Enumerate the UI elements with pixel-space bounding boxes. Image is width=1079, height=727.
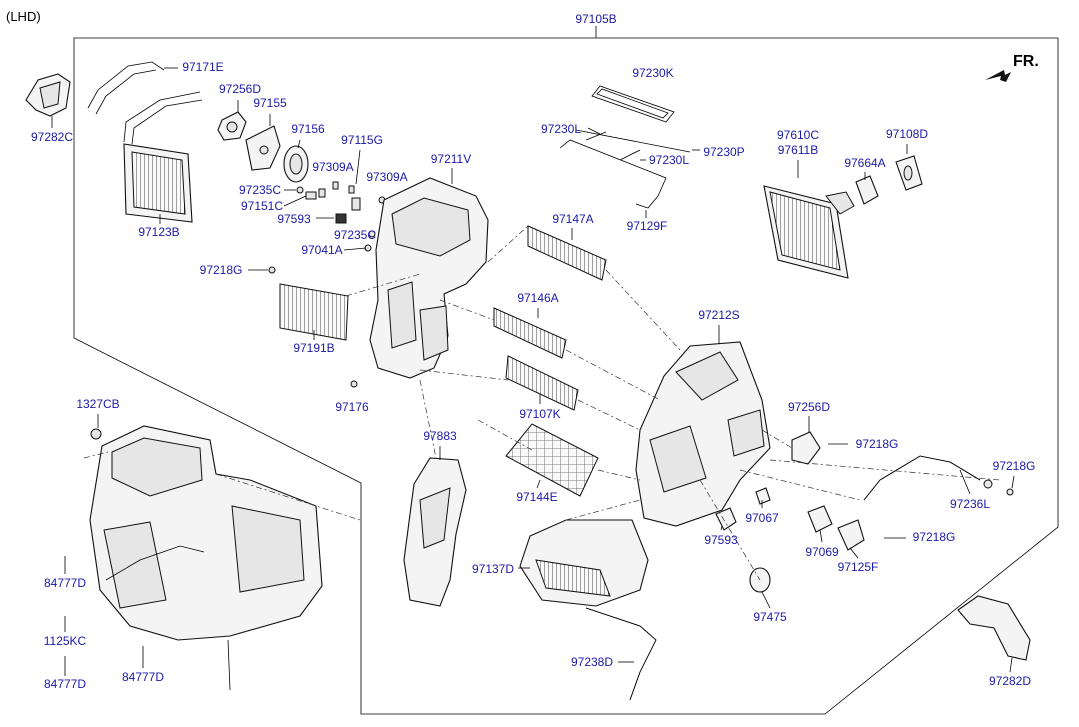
part-label-97230k: 97230K	[632, 66, 673, 80]
tray-97137D	[519, 519, 649, 607]
heater-pipe-97171E	[87, 61, 203, 145]
part-label-97218g: 97218G	[913, 530, 956, 544]
part-label-97218g: 97218G	[200, 263, 243, 277]
part-label-97218g: 97218G	[856, 437, 899, 451]
drain-hose-97238D	[585, 607, 657, 701]
part-label-84777d: 84777D	[44, 576, 86, 590]
seals-97230	[559, 85, 691, 209]
assembly-frame	[73, 26, 1059, 715]
part-label-97235c: 97235C	[334, 228, 376, 242]
part-label-1125kc: 1125KC	[44, 634, 87, 648]
filter-97144E	[505, 423, 599, 497]
actuator-small-parts	[90, 266, 1014, 593]
door-97146A	[493, 307, 567, 359]
part-label-97593: 97593	[277, 212, 311, 226]
part-label-97610c: 97610C	[777, 128, 819, 142]
evaporator-97610C	[763, 185, 855, 279]
part-label-97176: 97176	[335, 400, 369, 414]
part-label-97309a: 97309A	[312, 160, 353, 174]
part-label-97611b: 97611B	[778, 143, 818, 157]
hvac-assembly-bottom-left	[89, 425, 323, 691]
part-label-97129f: 97129F	[627, 219, 668, 233]
part-label-84777d: 84777D	[44, 677, 86, 691]
front-arrow-icon	[985, 70, 1011, 82]
bracket-97282C	[25, 73, 71, 117]
part-label-97105b: 97105B	[575, 12, 616, 26]
part-label-97107k: 97107K	[519, 407, 560, 421]
lever-97155	[245, 125, 281, 171]
gear-97156	[283, 145, 309, 183]
part-number-labels: 97105B97171E97282C97256D971559715697115G…	[31, 12, 1035, 691]
part-label-97309a: 97309A	[366, 170, 407, 184]
part-label-97238d: 97238D	[571, 655, 613, 669]
part-label-97593: 97593	[704, 533, 738, 547]
part-label-97230l: 97230L	[541, 122, 581, 136]
hose-97236L	[863, 455, 981, 501]
part-label-97125f: 97125F	[838, 560, 879, 574]
part-label-97475: 97475	[753, 610, 787, 624]
filter-97191B	[279, 283, 349, 341]
part-label-97218g: 97218G	[993, 459, 1036, 473]
part-label-97146a: 97146A	[517, 291, 558, 305]
part-label-97282c: 97282C	[31, 130, 73, 144]
part-label-97115g: 97115G	[341, 133, 383, 147]
part-label-97067: 97067	[745, 511, 779, 525]
part-label-97144e: 97144E	[516, 490, 557, 504]
front-direction-label: FR.	[1013, 53, 1039, 70]
case-97211V	[369, 177, 489, 379]
part-label-97041a: 97041A	[301, 243, 342, 257]
part-label-97235c: 97235C	[239, 183, 281, 197]
part-label-97151c: 97151C	[241, 199, 283, 213]
part-label-97155: 97155	[253, 96, 287, 110]
variant-label: (LHD)	[6, 9, 41, 24]
case-97212S	[635, 341, 771, 527]
part-label-97230l: 97230L	[649, 153, 689, 167]
actuator-97256D-right	[791, 431, 821, 465]
part-label-97236l: 97236L	[950, 497, 990, 511]
actuator-97256D-top	[217, 111, 247, 141]
part-label-97137d: 97137D	[472, 562, 514, 576]
part-label-97171e: 97171E	[182, 60, 223, 74]
grommet-97108D	[895, 155, 923, 191]
part-label-97212s: 97212S	[698, 308, 739, 322]
part-label-97664a: 97664A	[844, 156, 885, 170]
bracket-97664A	[855, 175, 879, 205]
part-label-97883: 97883	[423, 429, 457, 443]
part-label-97211v: 97211V	[431, 152, 471, 166]
part-label-97108d: 97108D	[886, 127, 928, 141]
heater-core-97123B	[123, 143, 193, 223]
leader-lines	[51, 67, 1015, 676]
door-97147A	[527, 225, 607, 281]
bracket-97282D	[957, 595, 1031, 661]
part-label-97147a: 97147A	[552, 212, 593, 226]
part-label-97123b: 97123B	[138, 225, 179, 239]
part-label-97230p: 97230P	[703, 145, 744, 159]
part-label-97156: 97156	[291, 122, 325, 136]
part-label-97282d: 97282D	[989, 674, 1031, 688]
part-label-97256d: 97256D	[219, 82, 261, 96]
door-97107K	[505, 355, 579, 411]
part-label-84777d: 84777D	[122, 670, 164, 684]
duct-97883	[403, 457, 467, 607]
part-label-1327cb: 1327CB	[76, 397, 119, 411]
part-label-97256d: 97256D	[788, 400, 830, 414]
assembly-guide-lines	[83, 225, 1001, 581]
part-label-97191b: 97191B	[293, 341, 334, 355]
part-label-97069: 97069	[805, 545, 839, 559]
